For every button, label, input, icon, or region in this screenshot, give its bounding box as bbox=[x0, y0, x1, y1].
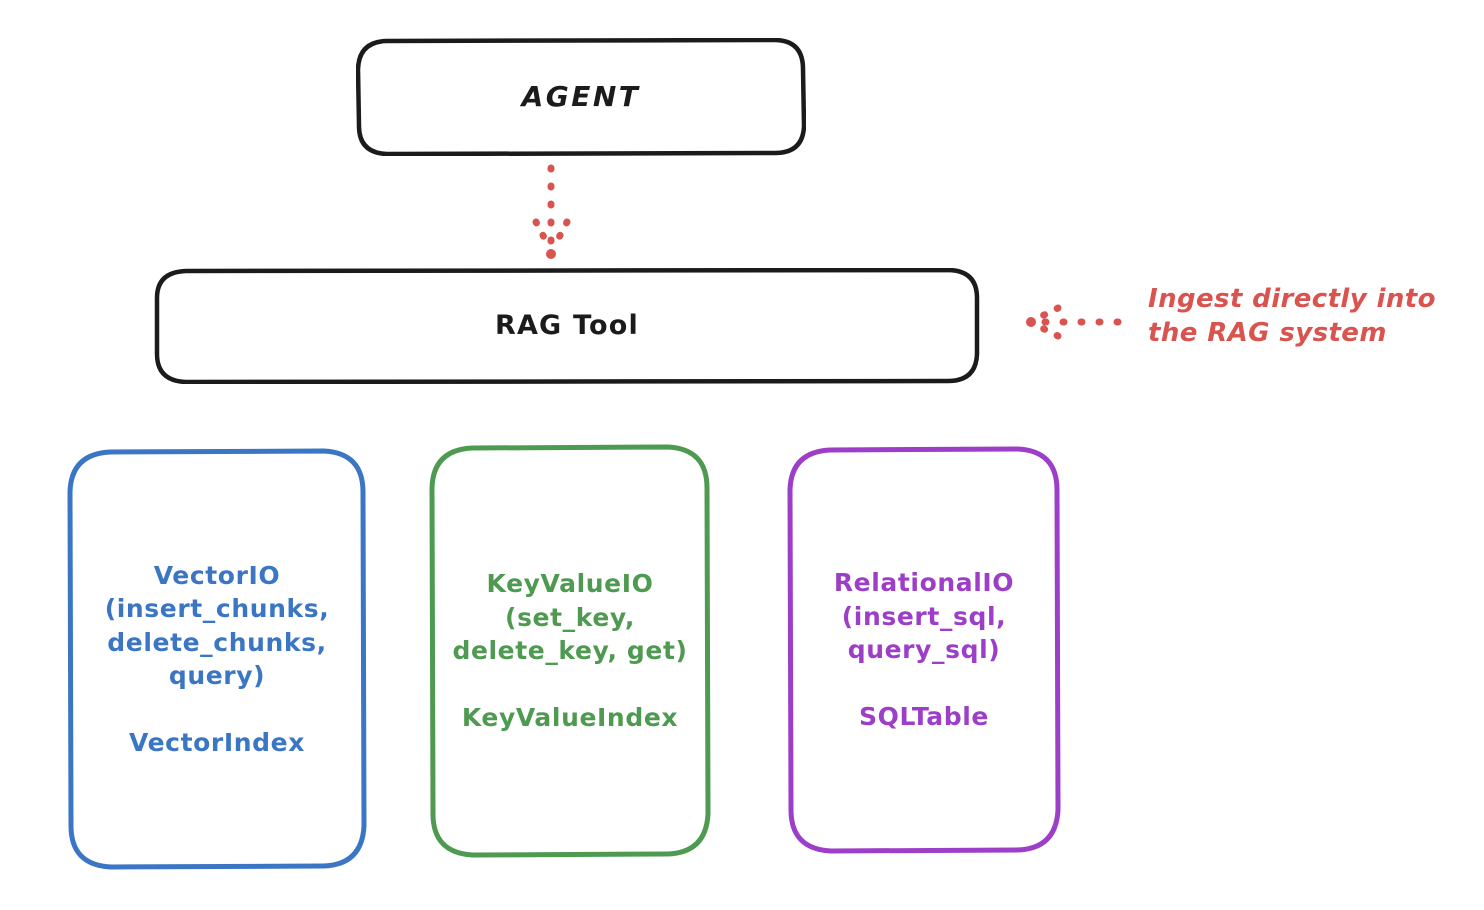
vector-io-label: VectorIO (insert_chunks, delete_chunks, … bbox=[104, 560, 330, 758]
rag-tool-label: RAG Tool bbox=[494, 309, 640, 341]
connector-agent-to-rag-tool bbox=[532, 164, 571, 259]
annotation-ingest: Ingest directly into the RAG system bbox=[1148, 284, 1436, 349]
node-vector-io[interactable]: VectorIO (insert_chunks, delete_chunks, … bbox=[66, 448, 368, 870]
node-agent[interactable]: AGENT bbox=[356, 38, 806, 156]
node-key-value-io[interactable]: KeyValueIO (set_key, delete_key, get) Ke… bbox=[428, 444, 712, 858]
node-relational-io[interactable]: RelationalIO (insert_sql, query_sql) SQL… bbox=[786, 446, 1062, 854]
connector-ingest-to-rag-tool bbox=[1026, 304, 1122, 340]
key-value-io-label: KeyValueIO (set_key, delete_key, get) Ke… bbox=[452, 569, 688, 733]
node-rag-tool[interactable]: RAG Tool bbox=[154, 268, 980, 384]
agent-label: AGENT bbox=[521, 80, 641, 114]
relational-io-label: RelationalIO (insert_sql, query_sql) SQL… bbox=[833, 568, 1015, 732]
